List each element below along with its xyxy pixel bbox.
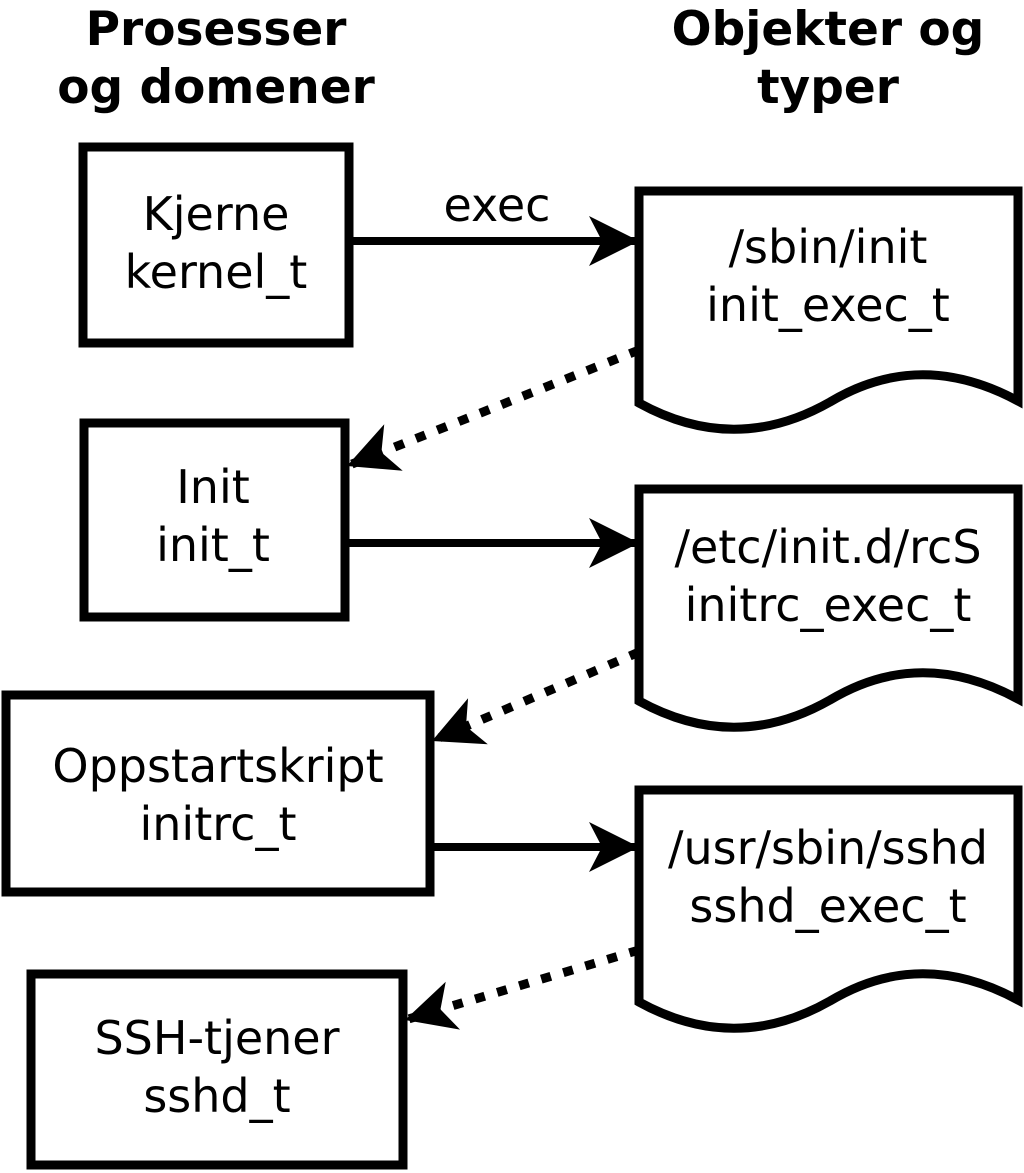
- process-label-initrc: Oppstartskript: [52, 739, 383, 793]
- object-path-usr-sbin-sshd: /usr/sbin/sshd: [668, 821, 988, 875]
- document-shape-rcS: [634, 484, 1023, 732]
- process-label-kernel: Kjerne: [143, 187, 290, 241]
- process-box-init: [79, 418, 350, 622]
- object-type-sbin-init: init_exec_t: [706, 278, 950, 332]
- object-path-sbin-init: /sbin/init: [729, 220, 928, 274]
- object-node-usr-sbin-sshd: /usr/sbin/sshd sshd_exec_t: [634, 785, 1023, 1033]
- header-right-line1: Objekter og: [672, 2, 985, 57]
- process-node-sshd: SSH-tjener sshd_t: [26, 969, 408, 1170]
- process-box-sshd: [26, 969, 408, 1170]
- exec-edge-kernel-to-sbin-init: exec: [349, 178, 639, 266]
- process-label-init: Init: [176, 460, 250, 514]
- transition-edge-usr-sbin-sshd-to-sshd: [403, 945, 641, 1030]
- process-box-kernel: [78, 142, 354, 348]
- header-left-line1: Prosesser: [86, 2, 348, 57]
- header-right-line2: typer: [757, 60, 900, 115]
- transition-edge-rcS-to-initrc: [430, 647, 641, 746]
- object-node-sbin-init: /sbin/init init_exec_t: [634, 186, 1023, 434]
- process-box-initrc: [1, 690, 435, 897]
- header-left-line2: og domener: [57, 60, 375, 115]
- object-type-usr-sbin-sshd: sshd_exec_t: [689, 879, 966, 933]
- document-shape-usr-sbin-sshd: [634, 785, 1023, 1033]
- column-header-objects: Objekter og typer: [672, 2, 985, 115]
- transition-arrow-to-init: [345, 345, 641, 471]
- process-domain-init: init_t: [156, 518, 270, 572]
- transition-arrow-to-initrc: [430, 647, 641, 746]
- object-type-rcS: initrc_exec_t: [685, 578, 972, 632]
- process-domain-kernel: kernel_t: [125, 245, 308, 299]
- process-node-init: Init init_t: [79, 418, 350, 622]
- transition-arrow-to-sshd: [403, 945, 641, 1030]
- transition-edge-sbin-init-to-init: [345, 345, 641, 471]
- object-node-rcS: /etc/init.d/rcS initrc_exec_t: [634, 484, 1023, 732]
- document-shape-sbin-init: [634, 186, 1023, 434]
- process-node-kernel: Kjerne kernel_t: [78, 142, 354, 348]
- object-path-rcS: /etc/init.d/rcS: [674, 520, 981, 574]
- column-header-processes: Prosesser og domener: [57, 2, 375, 115]
- process-domain-initrc: initrc_t: [140, 797, 297, 851]
- exec-edge-label: exec: [444, 178, 551, 232]
- process-node-initrc: Oppstartskript initrc_t: [1, 690, 435, 897]
- process-label-sshd: SSH-tjener: [94, 1011, 339, 1065]
- process-domain-sshd: sshd_t: [143, 1069, 290, 1123]
